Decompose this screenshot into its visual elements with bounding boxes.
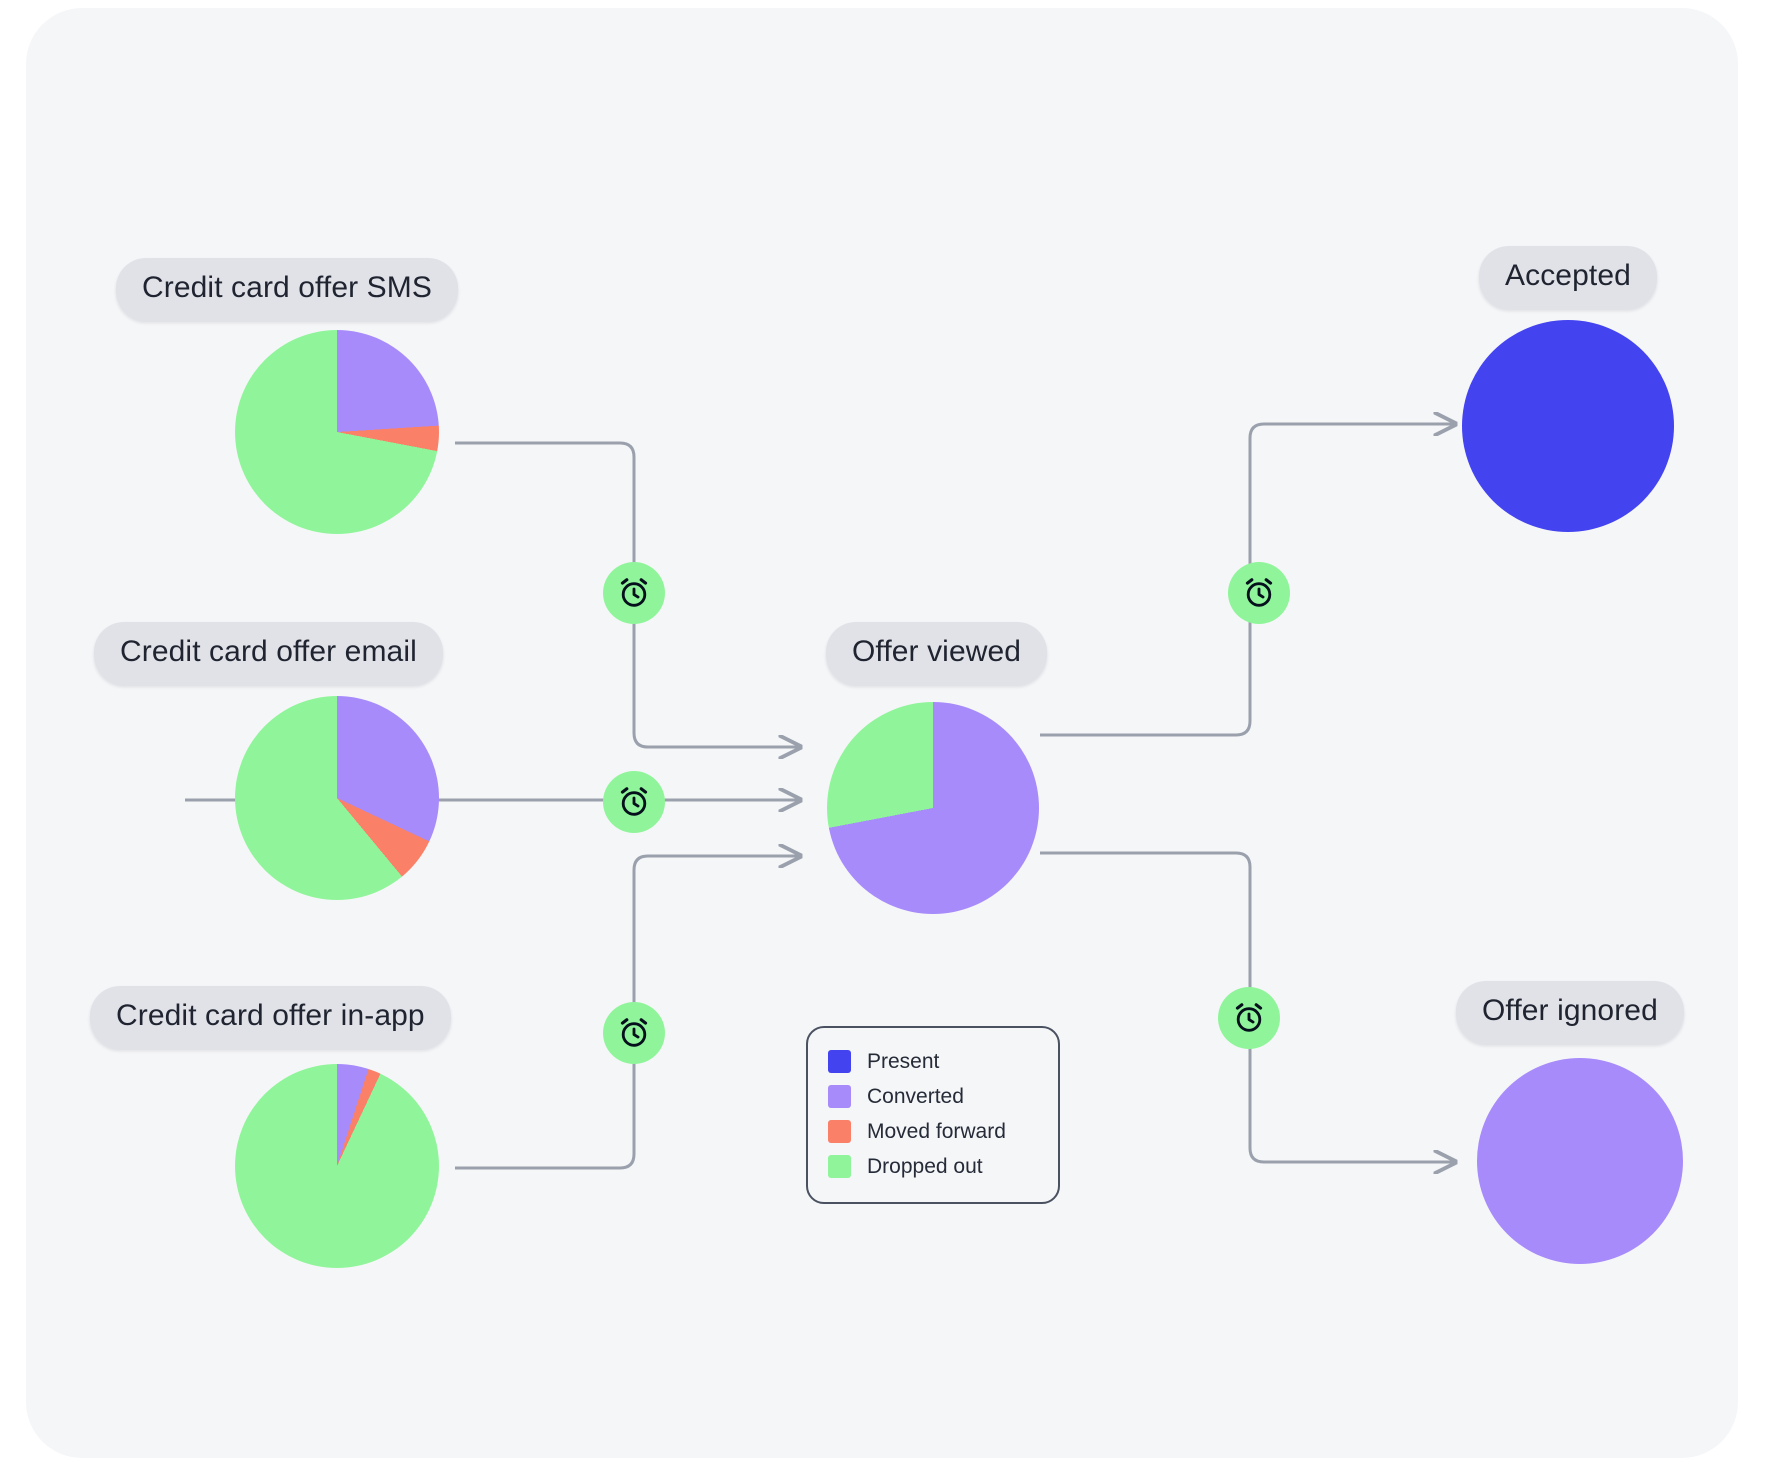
pie-chart-accepted[interactable]: [1462, 320, 1674, 532]
node-chip-offer-ignored[interactable]: Offer ignored: [1456, 981, 1684, 1044]
pie-chart-sms[interactable]: [235, 330, 439, 534]
legend-label-converted: Converted: [867, 1085, 964, 1108]
legend-item-converted: Converted: [828, 1079, 1038, 1114]
delay-badge-email[interactable]: [603, 771, 665, 833]
legend-item-dropped-out: Dropped out: [828, 1149, 1038, 1184]
legend-label-moved-forward: Moved forward: [867, 1120, 1006, 1143]
alarm-clock-icon: [620, 578, 648, 607]
legend-item-moved-forward: Moved forward: [828, 1114, 1038, 1149]
alarm-clock-icon: [1245, 578, 1273, 607]
legend-label-present: Present: [867, 1050, 940, 1073]
delay-badge-accepted[interactable]: [1228, 562, 1290, 624]
pie-chart-in-app[interactable]: [235, 1064, 439, 1268]
legend-swatch-converted: [828, 1085, 851, 1108]
node-chip-credit-card-offer-email[interactable]: Credit card offer email: [94, 622, 443, 685]
alarm-clock-icon: [620, 1018, 648, 1047]
pie-chart-offer-ignored[interactable]: [1477, 1058, 1683, 1264]
delay-badge-ignored[interactable]: [1218, 987, 1280, 1049]
node-chip-credit-card-offer-sms[interactable]: Credit card offer SMS: [116, 258, 458, 321]
node-chip-offer-viewed[interactable]: Offer viewed: [826, 622, 1048, 685]
alarm-clock-icon: [620, 787, 648, 816]
node-chip-accepted[interactable]: Accepted: [1479, 246, 1657, 309]
legend-label-dropped-out: Dropped out: [867, 1155, 983, 1178]
pie-chart-email[interactable]: [235, 696, 439, 900]
delay-badge-in-app[interactable]: [603, 1002, 665, 1064]
legend-swatch-present: [828, 1050, 851, 1073]
legend-swatch-moved-forward: [828, 1120, 851, 1143]
chart-legend: Present Converted Moved forward Dropped …: [806, 1026, 1060, 1204]
node-chip-credit-card-offer-in-app[interactable]: Credit card offer in-app: [90, 986, 451, 1049]
alarm-clock-icon: [1235, 1003, 1263, 1032]
legend-item-present: Present: [828, 1044, 1038, 1079]
delay-badge-sms[interactable]: [603, 562, 665, 624]
pie-chart-offer-viewed[interactable]: [827, 702, 1039, 914]
legend-swatch-dropped-out: [828, 1155, 851, 1178]
